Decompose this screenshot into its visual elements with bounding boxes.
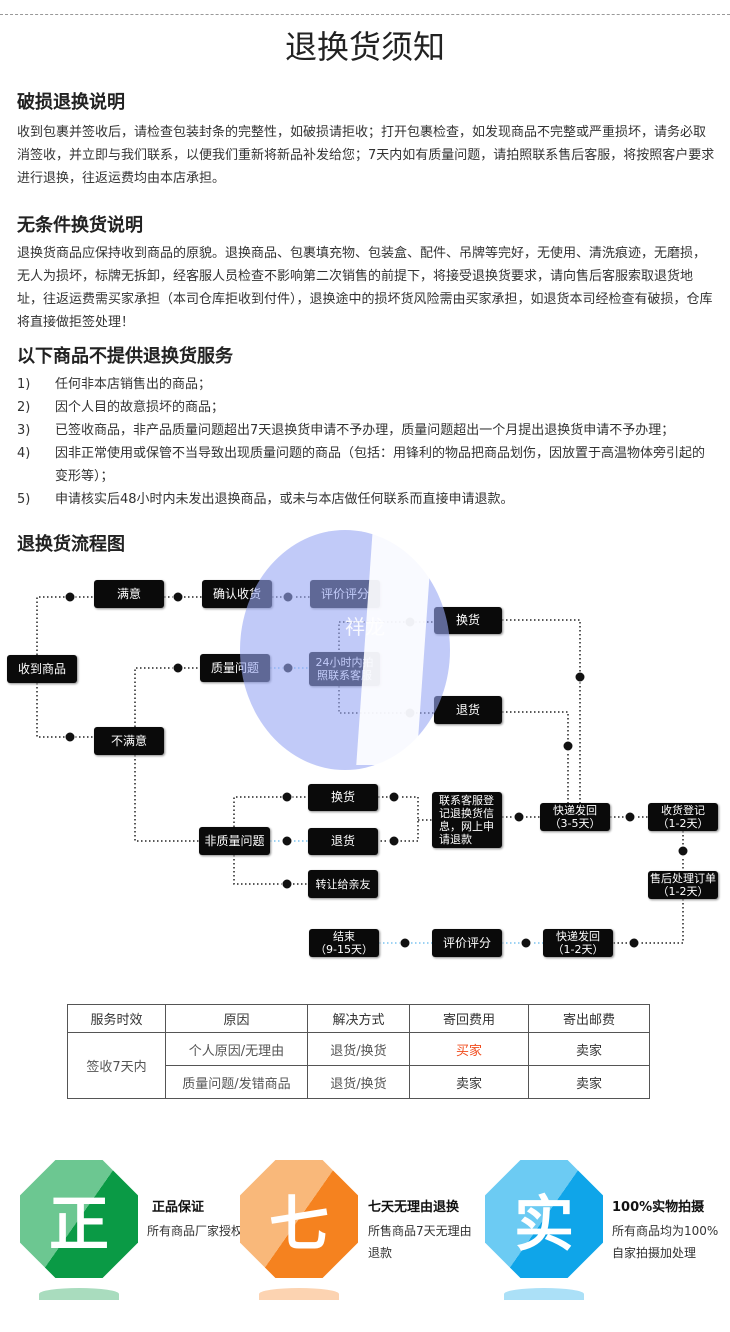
top-divider [0,14,730,15]
list-item: 1) 任何非本店销售出的商品； [17,373,717,396]
flow-receive-register: 收货登记 （1-2天） [648,803,718,831]
list-item: 2) 因个人目的故意损坏的商品； [17,396,717,419]
table-cell: 个人原因/无理由 [165,1032,308,1066]
item-number: 2) [17,400,31,415]
badge-title: 100%实物拍摄 [612,1200,705,1215]
item-text: 申请核实后48小时内未发出退换商品，或未与本店做任何联系而直接申请退款。 [55,492,514,507]
table-row: 签收7天内 个人原因/无理由 退货/换货 买家 卖家 [67,1032,650,1099]
flow-transfer: 转让给亲友 [308,870,378,898]
flow-quality-issue: 质量问题 [200,654,270,682]
table-cell: 买家 [409,1032,529,1066]
section-body-damage: 收到包裹并签收后，请检查包装封条的完整性，如破损请拒收；打开包裹检查，如发现商品… [17,125,715,186]
flow-rate-1: 评价评分 [310,580,380,608]
item-text: 因个人目的故意损坏的商品； [55,400,225,415]
flow-contact-24h: 24小时内拍 照联系客服 [309,652,380,686]
page-title: 退换货须知 [284,28,445,66]
flow-unsatisfied: 不满意 [94,727,164,755]
section-heading-unconditional: 无条件换货说明 [17,215,143,236]
item-text: 因非正常使用或保管不当导致出现质量问题的商品（包括：用锋利的物品把商品划伤，因放… [55,446,706,484]
flow-after-sale: 售后处理订单 （1-2天） [648,871,718,899]
flow-return-2: 退货 [308,828,378,855]
flow-register: 联系客服登 记退换货信 息，网上申 请退款 [432,792,502,848]
item-text: 任何非本店销售出的商品； [55,377,212,392]
section-body-unconditional: 退换货商品应保持收到商品的原貌。退换商品、包裹填充物、包装盒、配件、吊牌等完好，… [17,246,713,330]
table-header-row: 服务时效 原因 解决方式 寄回费用 寄出邮费 [67,1004,650,1033]
table-header: 寄出邮费 [528,1004,650,1033]
badge-title: 正品保证 [152,1200,205,1215]
badge-desc: 所有商品均为100%自家拍摄加处理 [612,1224,719,1260]
table-row: 质量问题/发错商品 退货/换货 卖家 卖家 [68,1065,650,1099]
list-item: 3) 已签收商品，非产品质量问题超出7天退换货申请不予办理，质量问题超出一个月提出… [17,419,717,442]
list-item: 4) 因非正常使用或保管不当导致出现质量问题的商品（包括：用锋利的物品把商品划伤，… [17,442,717,488]
table-cell: 卖家 [528,1032,650,1066]
flow-exchange-2: 换货 [308,784,378,811]
table-cell: 退货/换货 [307,1065,410,1099]
item-number: 1) [17,377,31,392]
badge-genuine-icon: 正 [20,1160,138,1278]
policy-table: 服务时效 原因 解决方式 寄回费用 寄出邮费 签收7天内 个人原因/无理由 退货… [67,1004,650,1099]
section-heading-damage: 破损退换说明 [17,92,125,113]
table-header: 解决方式 [307,1004,410,1033]
item-number: 5) [17,492,31,507]
table-cell: 质量问题/发错商品 [165,1065,308,1099]
flow-satisfied: 满意 [94,580,164,608]
flow-ship-back-2: 快递发回 （1-2天） [543,929,613,957]
flow-return-1: 退货 [434,696,502,724]
badge-desc: 所有商品厂家授权 [147,1224,244,1238]
badge-reflection [259,1288,339,1300]
table-header: 服务时效 [67,1004,166,1033]
flow-exchange-1: 换货 [434,607,502,634]
section-heading-excluded: 以下商品不提供退换货服务 [17,346,233,367]
table-header: 寄回费用 [409,1004,529,1033]
badge-reflection [39,1288,119,1300]
badge-glyph: 七 [269,1189,329,1260]
excluded-list: 1) 任何非本店销售出的商品； 2) 因个人目的故意损坏的商品； 3) 已签收商品，非… [17,373,717,511]
table-cell: 卖家 [528,1065,650,1099]
section-heading-flow: 退换货流程图 [17,534,125,555]
table-cell: 退货/换货 [307,1032,410,1066]
table-header: 原因 [165,1004,308,1033]
badge-glyph: 实 [514,1189,574,1260]
list-item: 5) 申请核实后48小时内未发出退换商品，或未与本店做任何联系而直接申请退款。 [17,488,717,511]
item-number: 4) [17,446,31,461]
table-cell: 卖家 [409,1065,529,1099]
flow-ship-back-1: 快递发回 （3-5天） [540,803,610,831]
table-cell-period: 签收7天内 [67,1032,166,1099]
badge-glyph: 正 [49,1189,109,1260]
flow-end: 结束 （9-15天） [309,929,379,957]
item-number: 3) [17,423,31,438]
flow-non-quality-issue: 非质量问题 [199,827,270,855]
badge-title: 七天无理由退换 [368,1200,460,1215]
badge-desc: 所售商品7天无理由退款 [368,1224,472,1260]
flow-received: 收到商品 [7,655,77,683]
flow-rate-2: 评价评分 [432,929,502,957]
item-text: 已签收商品，非产品质量问题超出7天退换货申请不予办理，质量问题超出一个月提出退换… [55,423,675,438]
badge-seven-day-icon: 七 [240,1160,358,1278]
flow-confirm-receipt: 确认收货 [202,580,272,608]
badge-reflection [504,1288,584,1300]
badge-real-photo-icon: 实 [485,1160,603,1278]
